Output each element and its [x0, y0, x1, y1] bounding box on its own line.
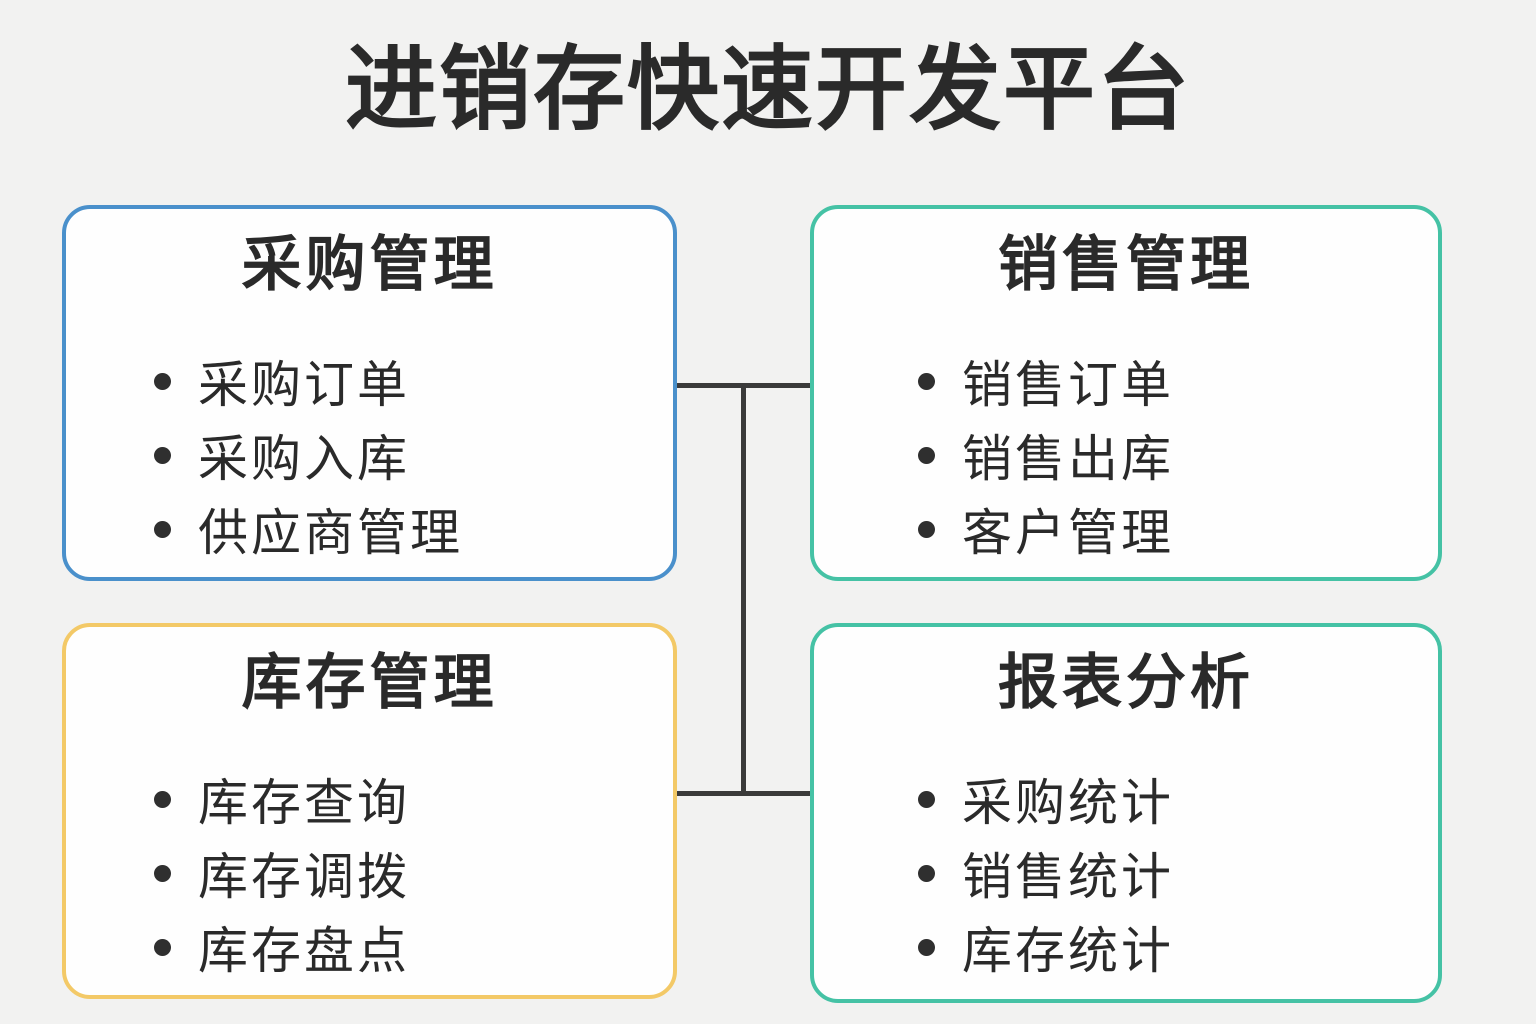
- purchase-management-card: 采购管理 采购订单 采购入库 供应商管理: [62, 205, 677, 581]
- list-item-text: 销售出库: [962, 431, 1174, 487]
- bullet-dot-icon: [154, 938, 171, 956]
- bullet-dot-icon: [918, 520, 935, 538]
- list-item-text: 销售订单: [962, 357, 1174, 413]
- list-item-text: 销售统计: [962, 849, 1174, 905]
- page-title: 进销存快速开发平台: [344, 39, 1191, 141]
- list-item: 采购统计: [918, 762, 1438, 836]
- report-analysis-card-title: 报表分析: [998, 649, 1254, 716]
- list-item-text: 供应商管理: [198, 505, 463, 561]
- list-item: 客户管理: [918, 492, 1438, 566]
- sales-management-card-title: 销售管理: [998, 231, 1254, 298]
- list-item: 供应商管理: [154, 492, 673, 566]
- bullet-dot-icon: [154, 864, 171, 882]
- list-item: 采购入库: [154, 418, 673, 492]
- list-item: 销售统计: [918, 836, 1438, 910]
- bullet-dot-icon: [918, 938, 935, 956]
- purchase-management-list: 采购订单 采购入库 供应商管理: [66, 302, 673, 566]
- bullet-dot-icon: [918, 372, 935, 390]
- list-item-text: 库存统计: [962, 923, 1174, 979]
- bullet-dot-icon: [918, 446, 935, 464]
- list-item-text: 库存盘点: [198, 923, 410, 979]
- list-item-text: 采购订单: [198, 357, 410, 413]
- list-item-text: 采购统计: [962, 775, 1174, 831]
- report-analysis-card: 报表分析 采购统计 销售统计 库存统计: [810, 623, 1442, 1003]
- bullet-dot-icon: [918, 864, 935, 882]
- inventory-management-card: 库存管理 库存查询 库存调拨 库存盘点: [62, 623, 677, 999]
- sales-management-card: 销售管理 销售订单 销售出库 客户管理: [810, 205, 1442, 581]
- inventory-management-card-title: 库存管理: [241, 649, 498, 716]
- bullet-dot-icon: [154, 790, 171, 808]
- bullet-dot-icon: [154, 520, 171, 538]
- list-item: 销售出库: [918, 418, 1438, 492]
- list-item-text: 客户管理: [962, 505, 1174, 561]
- bullet-dot-icon: [154, 446, 171, 464]
- bullet-dot-icon: [154, 372, 171, 390]
- list-item: 库存查询: [154, 762, 673, 836]
- list-item: 库存统计: [918, 910, 1438, 984]
- report-analysis-list: 采购统计 销售统计 库存统计: [814, 720, 1438, 984]
- list-item: 采购订单: [154, 344, 673, 418]
- connector-vertical-line: [741, 383, 746, 796]
- list-item: 销售订单: [918, 344, 1438, 418]
- inventory-management-list: 库存查询 库存调拨 库存盘点: [66, 720, 673, 984]
- bullet-dot-icon: [918, 790, 935, 808]
- sales-management-list: 销售订单 销售出库 客户管理: [814, 302, 1438, 566]
- list-item-text: 库存查询: [198, 775, 410, 831]
- list-item-text: 库存调拨: [198, 849, 410, 905]
- list-item: 库存调拨: [154, 836, 673, 910]
- list-item-text: 采购入库: [198, 431, 410, 487]
- purchase-management-card-title: 采购管理: [241, 231, 498, 298]
- list-item: 库存盘点: [154, 910, 673, 984]
